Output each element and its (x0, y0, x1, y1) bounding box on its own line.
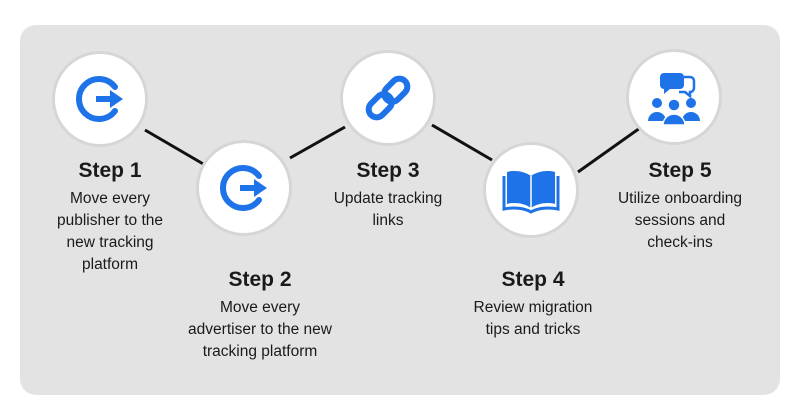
step-2-text: Step 2 Move every advertiser to the new … (170, 267, 350, 363)
step-5-desc-line: sessions and (634, 212, 726, 229)
step-4-desc-line: Review migration (473, 299, 593, 316)
step-5-desc-line: Utilize onboarding (617, 190, 743, 207)
step-2-desc-line: advertiser to the new (188, 321, 332, 338)
connector-2-3 (289, 125, 346, 160)
step-4-circle (483, 142, 579, 238)
team-chat-icon (648, 73, 700, 125)
step-1-title: Step 1 (78, 159, 142, 182)
step-2-desc-line: Move every (219, 299, 301, 316)
step-2-title: Step 2 (228, 268, 292, 291)
step-1-desc: Move every publisher to the new tracking… (40, 188, 180, 276)
open-book-icon (502, 171, 560, 214)
connector-4-5 (577, 126, 641, 174)
step-3-text: Step 3 Update tracking links (318, 158, 458, 232)
step-5-desc: Utilize onboarding sessions and check-in… (600, 188, 760, 254)
step-1-desc-line: platform (82, 256, 138, 273)
step-5-desc-line: check-ins (647, 234, 713, 251)
step-5-text: Step 5 Utilize onboarding sessions and c… (600, 158, 760, 254)
step-1-desc-line: publisher to the (57, 212, 163, 229)
step-4-title: Step 4 (501, 268, 565, 291)
step-3-desc-line: Update tracking (333, 190, 443, 207)
step-4-desc-line: tips and tricks (485, 321, 581, 338)
step-3-title: Step 3 (356, 159, 420, 182)
step-3-desc: Update tracking links (318, 188, 458, 232)
step-3-circle (340, 50, 436, 146)
step-3-desc-line: links (372, 212, 404, 229)
step-2-circle (196, 140, 292, 236)
connector-3-4 (431, 123, 493, 162)
step-1-circle (52, 51, 148, 147)
step-4-desc: Review migration tips and tricks (458, 297, 608, 341)
exit-arrow-icon (76, 76, 123, 122)
step-5-title: Step 5 (648, 159, 712, 182)
step-4-text: Step 4 Review migration tips and tricks (458, 267, 608, 341)
exit-arrow-icon (220, 165, 267, 211)
chain-link-icon (365, 75, 411, 121)
step-5-circle (626, 49, 722, 145)
step-2-desc: Move every advertiser to the new trackin… (170, 297, 350, 363)
step-2-desc-line: tracking platform (202, 343, 318, 360)
step-1-text: Step 1 Move every publisher to the new t… (40, 158, 180, 276)
step-1-desc-line: new tracking (66, 234, 154, 251)
connector-1-2 (144, 128, 206, 167)
step-1-desc-line: Move every (69, 190, 151, 207)
